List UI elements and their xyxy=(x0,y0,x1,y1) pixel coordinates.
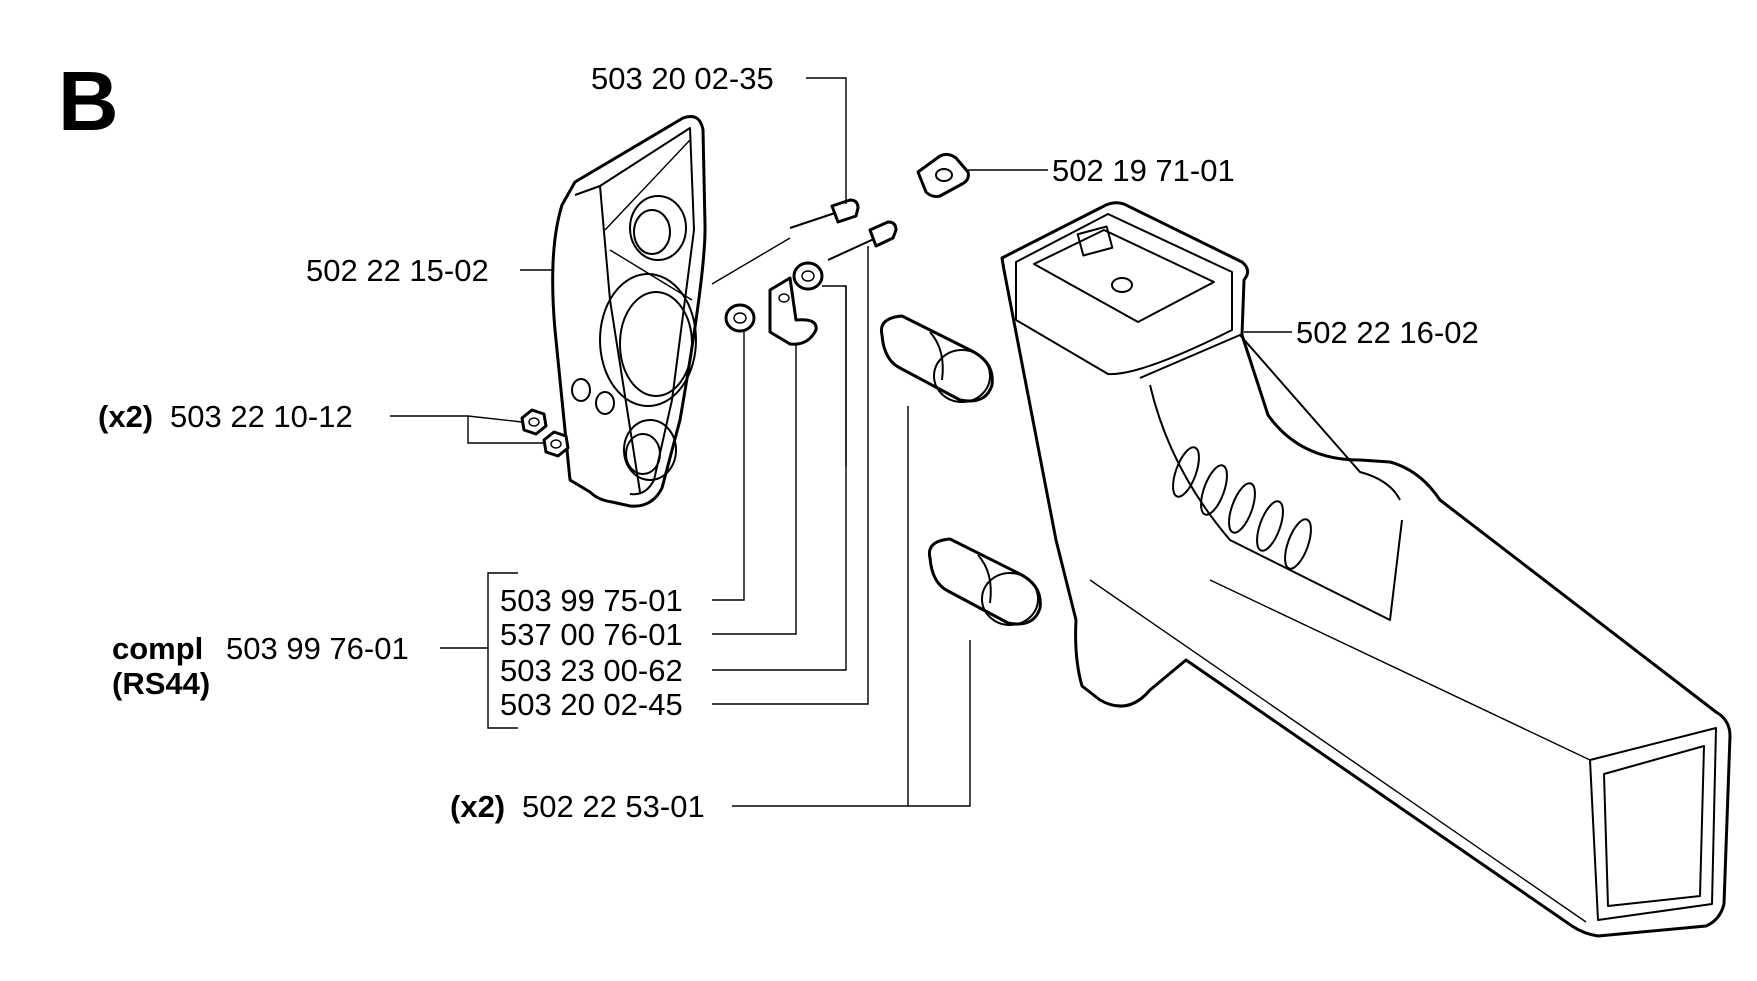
label-502-19-71-01: 502 19 71-01 xyxy=(1052,153,1235,188)
label-537-00-76-01: 537 00 76-01 xyxy=(500,617,683,652)
label-nuts-quantity: (x2) xyxy=(98,399,153,434)
label-502-22-15-02: 502 22 15-02 xyxy=(306,253,489,288)
kit-parts-drawing xyxy=(724,261,824,346)
screws-drawing xyxy=(711,198,898,285)
label-502-22-16-02: 502 22 16-02 xyxy=(1296,315,1479,350)
label-503-22-10-12: 503 22 10-12 xyxy=(170,399,353,434)
label-503-99-76-01: 503 99 76-01 xyxy=(226,631,409,666)
label-503-23-00-62: 503 23 00-62 xyxy=(500,653,683,688)
handle-drawing xyxy=(1000,201,1732,938)
cover-plate-drawing xyxy=(551,115,707,508)
label-503-99-75-01: 503 99 75-01 xyxy=(500,583,683,618)
label-kit-model: (RS44) xyxy=(112,666,210,701)
label-502-22-53-01: 502 22 53-01 xyxy=(522,789,705,824)
label-503-20-02-35: 503 20 02-35 xyxy=(591,61,774,96)
label-503-20-02-45: 503 20 02-45 xyxy=(500,687,683,722)
nuts-drawing xyxy=(520,408,570,458)
section-letter: B xyxy=(58,54,119,148)
square-nut-drawing xyxy=(916,152,970,198)
dampers-drawing xyxy=(879,314,1042,626)
leader-lines xyxy=(390,77,1292,807)
label-kit-prefix: compl xyxy=(112,631,203,666)
label-dampers-quantity: (x2) xyxy=(450,789,505,824)
